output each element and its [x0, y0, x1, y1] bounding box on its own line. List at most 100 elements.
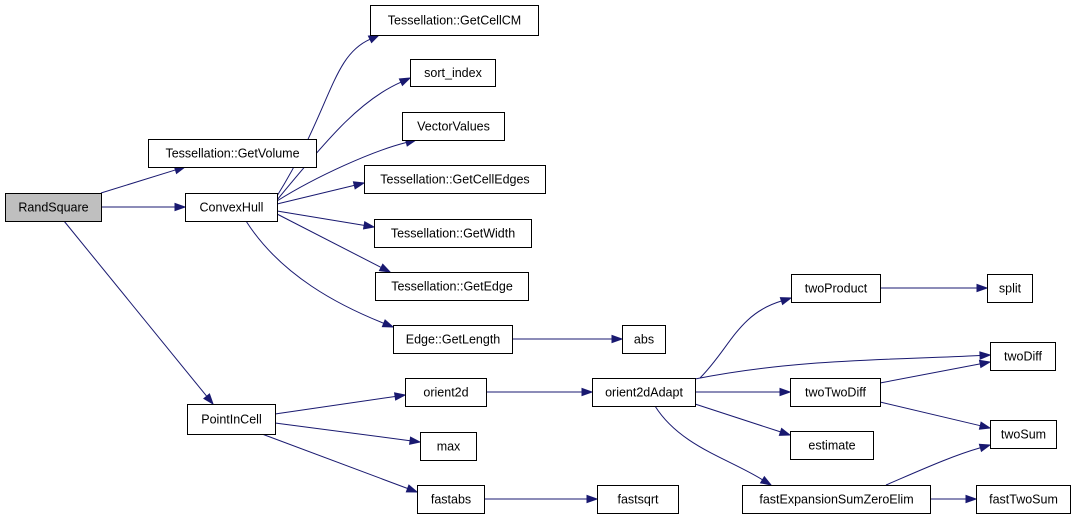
node-box — [374, 219, 532, 248]
edge-convexhull-to-sortindex — [276, 77, 412, 201]
call-graph-nodes: RandSquare Tessellation::GetVolumeConvexH… — [5, 5, 1071, 514]
arrowhead — [352, 181, 366, 190]
node-abs[interactable]: abs — [622, 325, 666, 354]
edge-line — [276, 184, 355, 205]
node-label: fastTwoSum — [989, 493, 1058, 507]
node-twodiff[interactable]: twoDiff — [990, 342, 1056, 371]
node-label: Edge::GetLength — [406, 333, 501, 347]
node-fastabs[interactable]: fastabs — [417, 485, 485, 514]
edge-line — [654, 405, 763, 481]
arrowhead — [367, 34, 381, 44]
edge-line — [261, 433, 408, 489]
node-box — [5, 193, 102, 222]
node-label: max — [437, 440, 461, 454]
node-getcelledges[interactable]: Tessellation::GetCellEdges — [364, 165, 546, 194]
node-fastsqrt[interactable]: fastsqrt — [597, 485, 679, 514]
node-fastexpansion[interactable]: fastExpansionSumZeroElim — [742, 485, 931, 514]
call-graph-edges — [63, 34, 992, 504]
edge-line — [276, 38, 371, 197]
edge-orient2dadapt-to-twodiff — [694, 351, 992, 380]
edge-line — [63, 220, 208, 397]
node-label: fastExpansionSumZeroElim — [759, 493, 913, 507]
arrowhead — [581, 387, 594, 397]
arrowhead — [759, 475, 773, 486]
node-label: split — [999, 282, 1022, 296]
node-randsquare[interactable]: RandSquare — [5, 193, 102, 222]
node-box — [148, 139, 317, 168]
node-box — [402, 112, 505, 141]
edge-fastabs-to-fastsqrt — [484, 494, 599, 504]
edge-line — [245, 220, 384, 324]
node-getwidth[interactable]: Tessellation::GetWidth — [374, 219, 532, 248]
edge-fastexpansion-to-twosum — [885, 443, 992, 486]
node-box — [790, 431, 874, 460]
node-label: abs — [634, 333, 654, 347]
node-box — [987, 274, 1033, 303]
node-estimate[interactable]: estimate — [790, 431, 874, 460]
arrowhead — [978, 359, 992, 369]
node-label: fastabs — [431, 493, 471, 507]
node-convexhull[interactable]: ConvexHull — [185, 193, 278, 222]
node-pointincell[interactable]: PointInCell — [187, 404, 276, 435]
node-label: estimate — [808, 439, 855, 453]
node-getcellcm[interactable]: Tessellation::GetCellCM — [370, 5, 539, 36]
edge-orient2d-to-orient2dadapt — [486, 387, 594, 397]
node-box — [597, 485, 679, 514]
node-label: twoDiff — [1004, 350, 1043, 364]
node-orient2d[interactable]: orient2d — [405, 378, 487, 407]
node-box — [375, 272, 529, 301]
edge-line — [885, 447, 981, 486]
node-getedge[interactable]: Tessellation::GetEdge — [375, 272, 529, 301]
edge-line — [694, 354, 981, 380]
node-box — [364, 165, 546, 194]
node-twotwodiff[interactable]: twoTwoDiff — [790, 378, 881, 407]
edge-orient2dadapt-to-fastexpansion — [654, 405, 773, 486]
edge-convexhull-to-getlength — [245, 220, 395, 328]
edge-line — [699, 300, 782, 379]
node-box — [417, 485, 485, 514]
node-box — [742, 485, 931, 514]
edge-fastexpansion-to-fasttwosum — [930, 494, 978, 504]
arrowhead — [174, 202, 187, 212]
edge-line — [276, 213, 382, 268]
node-box — [393, 325, 513, 354]
node-box — [976, 485, 1071, 514]
node-label: sort_index — [424, 66, 482, 80]
edge-getlength-to-abs — [512, 334, 624, 344]
arrowhead — [393, 392, 407, 401]
edge-convexhull-to-getcellcm — [276, 34, 381, 197]
node-sortindex[interactable]: sort_index — [410, 59, 496, 87]
edge-line — [879, 401, 981, 427]
edge-pointincell-to-max — [274, 422, 422, 445]
arrowhead — [779, 297, 793, 306]
node-box — [990, 342, 1056, 371]
node-label: Tessellation::GetCellCM — [388, 14, 521, 28]
node-split[interactable]: split — [987, 274, 1033, 303]
node-label: RandSquare — [18, 201, 88, 215]
node-twosum[interactable]: twoSum — [990, 420, 1057, 449]
node-label: Tessellation::GetWidth — [391, 227, 515, 241]
node-orient2dadapt[interactable]: orient2dAdapt — [592, 378, 696, 407]
edge-line — [100, 169, 176, 194]
node-fasttwosum[interactable]: fastTwoSum — [976, 485, 1071, 514]
node-label: VectorValues — [417, 120, 490, 134]
edge-pointincell-to-orient2d — [274, 392, 407, 415]
node-box — [410, 59, 496, 87]
node-label: Tessellation::GetVolume — [165, 147, 299, 161]
node-getlength[interactable]: Edge::GetLength — [393, 325, 513, 354]
arrowhead — [586, 494, 599, 504]
node-vectorvalues[interactable]: VectorValues — [402, 112, 505, 141]
node-getvolume[interactable]: Tessellation::GetVolume — [148, 139, 317, 168]
node-label: Tessellation::GetCellEdges — [380, 173, 529, 187]
arrowhead — [976, 283, 989, 293]
node-max[interactable]: max — [420, 432, 477, 461]
arrowhead — [779, 387, 792, 397]
edge-pointincell-to-fastabs — [261, 433, 419, 493]
edge-convexhull-to-getedge — [276, 213, 392, 273]
arrowhead — [409, 436, 422, 445]
edge-orient2dadapt-to-twoproduct — [699, 297, 793, 379]
arrowhead — [778, 427, 792, 436]
node-twoproduct[interactable]: twoProduct — [791, 274, 881, 303]
node-label: ConvexHull — [200, 201, 264, 215]
